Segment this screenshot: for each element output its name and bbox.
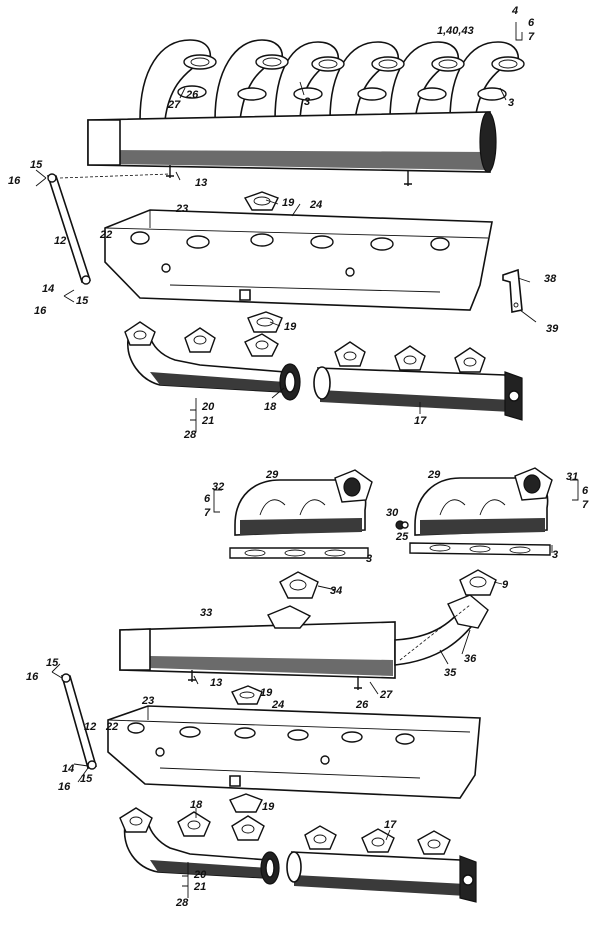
label-34: 34	[330, 585, 342, 597]
alignment-dashed-line	[59, 173, 171, 179]
label-26: 26	[185, 89, 199, 101]
label-3-b: 3	[508, 97, 514, 109]
heat-shield-bottom	[107, 705, 481, 799]
exhaust-manifold-right-top	[313, 341, 523, 421]
exhaust-manifold-left-bottom	[119, 807, 280, 885]
label-22-b: 22	[105, 721, 118, 733]
label-32: 32	[212, 481, 224, 493]
label-6-c: 6	[582, 485, 589, 497]
label-7: 7	[528, 31, 535, 43]
label-3-d: 3	[552, 549, 558, 561]
label-6-b: 6	[204, 493, 211, 505]
label-18-b: 18	[190, 799, 203, 811]
label-27-b: 27	[379, 689, 393, 701]
label-15-c: 15	[46, 657, 59, 669]
gasket-34	[279, 571, 319, 599]
label-24-b: 24	[271, 699, 284, 711]
label-23-b: 23	[141, 695, 154, 707]
label-29-a: 29	[265, 469, 279, 481]
label-13: 13	[195, 177, 207, 189]
label-1-40-43: 1,40,43	[437, 25, 474, 37]
label-17: 17	[414, 415, 427, 427]
label-36: 36	[464, 653, 477, 665]
label-28: 28	[183, 429, 197, 441]
label-39: 39	[546, 323, 559, 335]
label-3-a: 3	[304, 96, 310, 108]
label-13-b: 13	[210, 677, 222, 689]
muffler-tube-33	[119, 594, 489, 690]
gasket-19-top	[243, 191, 279, 211]
label-12: 12	[54, 235, 66, 247]
label-15b: 15	[76, 295, 89, 307]
label-23: 23	[175, 203, 188, 215]
exhaust-collector-29-left	[234, 469, 373, 536]
gasket-9	[459, 569, 497, 596]
label-35: 35	[444, 667, 457, 679]
label-30: 30	[386, 507, 399, 519]
label-12-b: 12	[84, 721, 96, 733]
label-4: 4	[511, 5, 518, 17]
exhaust-manifold-right-bottom	[286, 825, 477, 903]
label-31: 31	[566, 471, 578, 483]
label-29-b: 29	[427, 469, 441, 481]
part-labels: 1,40,43 4 6 7 3 3 27 26 13 15 16 12 14 1…	[8, 5, 589, 909]
top-intake-manifold	[87, 39, 525, 186]
label-15: 15	[30, 159, 43, 171]
exhaust-collector-29-right	[414, 467, 553, 536]
label-6: 6	[528, 17, 535, 29]
label-27: 27	[167, 99, 181, 111]
heat-shield-top	[104, 209, 493, 311]
label-19b: 19	[284, 321, 297, 333]
label-28-b: 28	[175, 897, 189, 909]
label-16: 16	[8, 175, 21, 187]
label-38: 38	[544, 273, 557, 285]
label-9: 9	[502, 579, 509, 591]
gasket-19-low	[231, 685, 263, 705]
label-19-c: 19	[260, 687, 273, 699]
gasket-strips-bottom	[229, 542, 551, 559]
label-16-c: 16	[26, 671, 39, 683]
label-20-b: 20	[193, 869, 207, 881]
label-15-d: 15	[80, 773, 93, 785]
leader-lines	[35, 22, 579, 898]
label-22: 22	[99, 229, 112, 241]
nut-30	[395, 520, 409, 530]
gasket-19-mid	[247, 311, 283, 333]
label-19: 19	[282, 197, 295, 209]
manifold-pipes	[139, 39, 525, 121]
label-16-d: 16	[58, 781, 71, 793]
label-18: 18	[264, 401, 277, 413]
label-19-d: 19	[262, 801, 275, 813]
label-7-c: 7	[582, 499, 589, 511]
label-20: 20	[201, 401, 215, 413]
label-7-b: 7	[204, 507, 211, 519]
label-24: 24	[309, 199, 322, 211]
support-rod-bottom	[60, 673, 97, 770]
label-14: 14	[42, 283, 54, 295]
label-16b: 16	[34, 305, 47, 317]
label-25: 25	[395, 531, 409, 543]
bracket-38	[502, 268, 523, 313]
label-21-b: 21	[193, 881, 206, 893]
label-26-b: 26	[355, 699, 369, 711]
label-21: 21	[201, 415, 214, 427]
label-17-b: 17	[384, 819, 397, 831]
manifold-tube	[87, 111, 497, 186]
exhaust-manifold-left-top	[124, 321, 301, 401]
label-3-c: 3	[366, 553, 372, 565]
label-14-b: 14	[62, 763, 74, 775]
label-33: 33	[200, 607, 212, 619]
gasket-19-bottom	[229, 793, 263, 813]
support-rod-top	[46, 173, 92, 285]
